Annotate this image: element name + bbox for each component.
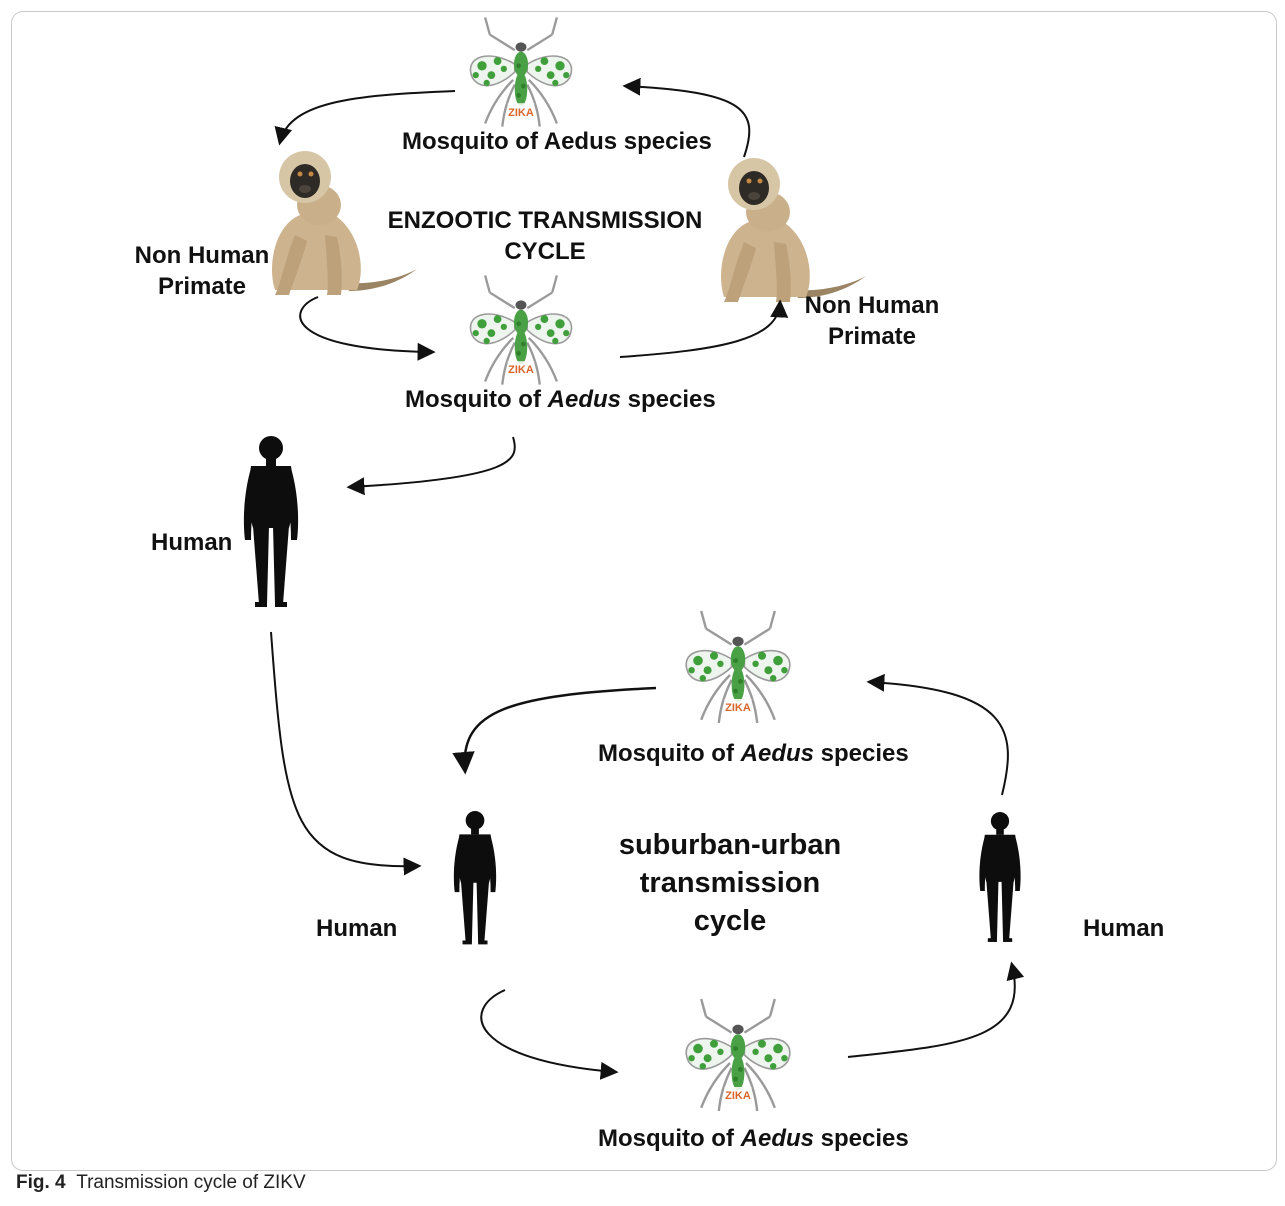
human-silhouette-icon-right: [979, 812, 1021, 942]
primate-left-label: Non Human Primate: [122, 240, 282, 302]
arrow-mosquito-to-human-left: [452, 686, 657, 775]
human-silhouette-icon-left: [453, 811, 497, 945]
label-pre: Mosquito of: [598, 1125, 741, 1152]
urban-mosquito-top-label: Mosquito of Aedus species: [598, 738, 909, 769]
zika-badge-3: ZIKA: [725, 702, 751, 714]
label-italic: Aedus: [547, 386, 621, 413]
figure-frame: [11, 11, 1277, 1171]
zika-badge-2: ZIKA: [508, 364, 534, 376]
label-post: species: [814, 1125, 909, 1152]
primate-right-line2: Primate: [827, 323, 917, 350]
mosquito-icon-enzootic-top: ZIKA: [469, 16, 573, 128]
arrow-primate-left-to-mosquito: [299, 296, 436, 361]
label-post: species: [621, 386, 716, 413]
urban-title-line1: suburban-urban: [618, 829, 842, 861]
urban-mosquito-bottom-label: Mosquito of Aedus species: [598, 1123, 909, 1154]
human-silhouette-icon-center: [243, 436, 299, 607]
arrow-human-right-to-mosquito: [866, 673, 1009, 796]
enzootic-mosquito-bottom-label: Mosquito of Aedus species: [405, 384, 716, 415]
caption-label: Fig. 4: [16, 1172, 66, 1193]
enzootic-mosquito-top-label: Mosquito of Aedus species: [402, 128, 712, 155]
urban-title-line2: transmission: [639, 867, 821, 899]
arrow-human-left-to-mosquito: [480, 989, 619, 1080]
mosquito-icon-urban-top: ZIKA: [684, 609, 792, 725]
urban-title-line3: cycle: [693, 905, 767, 937]
figure-caption: Fig. 4 Transmission cycle of ZIKV: [16, 1172, 306, 1194]
primate-right-label: Non Human Primate: [792, 290, 952, 352]
enzootic-title: ENZOOTIC TRANSMISSION CYCLE: [370, 205, 720, 267]
primate-right-line1: Non Human: [804, 292, 940, 319]
enzootic-title-line1: ENZOOTIC TRANSMISSION: [387, 207, 703, 234]
arrow-primate-right-to-mosquito: [622, 77, 751, 158]
primate-left-line2: Primate: [157, 273, 247, 300]
arrow-mosquito-to-human-right: [847, 961, 1025, 1058]
mosquito-icon-enzootic-bottom: ZIKA: [469, 274, 573, 386]
label-pre: Mosquito of: [405, 386, 548, 413]
caption-text: Transmission cycle of ZIKV: [76, 1172, 306, 1193]
label-italic: Aedus: [740, 740, 814, 767]
label-post: species: [814, 740, 909, 767]
label-pre: Mosquito of: [598, 740, 741, 767]
monkey-icon-right: [721, 158, 866, 302]
primate-left-line1: Non Human: [134, 242, 270, 269]
urban-title: suburban-urban transmission cycle: [580, 826, 880, 940]
human-center-label: Human: [151, 529, 233, 556]
arrow-human-to-urban-human: [270, 631, 422, 876]
arrow-mosquito-to-primate-left: [274, 90, 456, 146]
arrow-mosquito-to-human: [346, 436, 516, 496]
enzootic-title-line2: CYCLE: [504, 238, 586, 265]
mosquito-icon-urban-bottom: ZIKA: [684, 997, 792, 1113]
zika-badge-1: ZIKA: [508, 107, 534, 119]
arrow-mosquito-to-primate-right: [619, 299, 789, 358]
human-left-label: Human: [316, 915, 398, 942]
human-right-label: Human: [1083, 915, 1165, 942]
zika-badge-4: ZIKA: [725, 1090, 751, 1102]
label-italic: Aedus: [740, 1125, 814, 1152]
